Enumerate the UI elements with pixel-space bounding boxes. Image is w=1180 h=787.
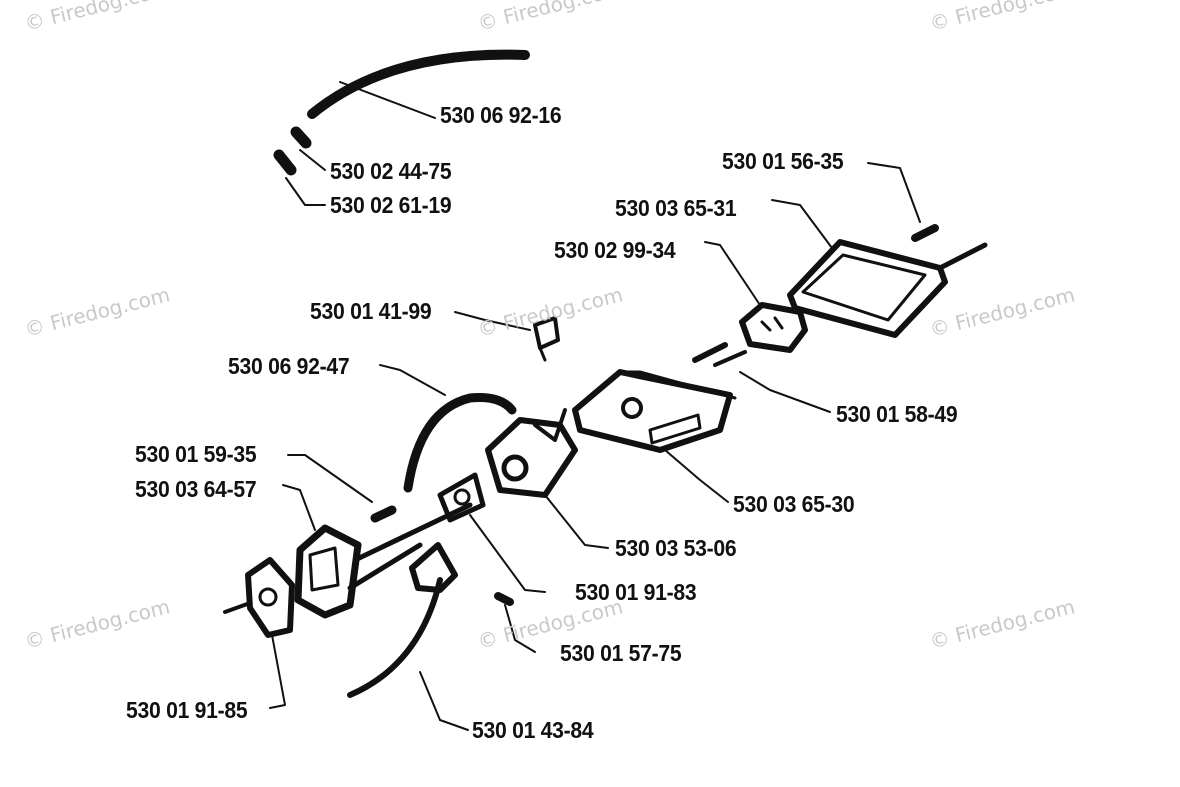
- fuel-hose-mid: [403, 393, 517, 493]
- cover-screw: [911, 224, 939, 242]
- part-label-530-01-91-85: 530 01 91-85: [126, 697, 248, 723]
- part-label-530-03-53-06: 530 03 53-06: [615, 535, 737, 561]
- hose-fitting-a: [290, 126, 312, 149]
- screw-57-75: [494, 592, 514, 606]
- fuel-hose-top: [307, 49, 530, 119]
- part-label-530-01-59-35: 530 01 59-35: [135, 441, 257, 467]
- bracket: [409, 542, 458, 593]
- part-label-530-03-64-57: 530 03 64-57: [135, 476, 257, 502]
- part-label-530-06-92-16: 530 06 92-16: [440, 102, 562, 128]
- screw-58-49: [692, 342, 728, 363]
- fuel-filter-small: [533, 316, 560, 350]
- part-label-530-01-58-49: 530 01 58-49: [836, 401, 958, 427]
- part-label-530-01-41-99: 530 01 41-99: [310, 298, 432, 324]
- part-label-530-02-99-34: 530 02 99-34: [554, 237, 676, 263]
- hose-fitting-b: [273, 149, 297, 176]
- stud-long: [352, 502, 473, 563]
- gasket-91-85: [245, 557, 295, 638]
- part-label-530-03-65-30: 530 03 65-30: [733, 491, 855, 517]
- part-label-530-01-43-84: 530 01 43-84: [472, 717, 594, 743]
- part-label-530-06-92-47: 530 06 92-47: [228, 353, 350, 379]
- air-filter: [739, 302, 808, 353]
- part-label-530-01-57-75: 530 01 57-75: [560, 640, 682, 666]
- intake-manifold: [294, 524, 362, 619]
- screw-59-35: [370, 505, 397, 523]
- stud-short: [347, 542, 423, 591]
- part-label-530-02-44-75: 530 02 44-75: [330, 158, 452, 184]
- air-filter-cover: [787, 239, 948, 338]
- gasket-91-83: [437, 472, 486, 523]
- part-label-530-01-56-35: 530 01 56-35: [722, 148, 844, 174]
- impulse-hose: [347, 577, 443, 698]
- part-label-530-01-91-83: 530 01 91-83: [575, 579, 697, 605]
- part-label-530-02-61-19: 530 02 61-19: [330, 192, 452, 218]
- carburetor: [485, 417, 578, 498]
- part-label-530-03-65-31: 530 03 65-31: [615, 195, 737, 221]
